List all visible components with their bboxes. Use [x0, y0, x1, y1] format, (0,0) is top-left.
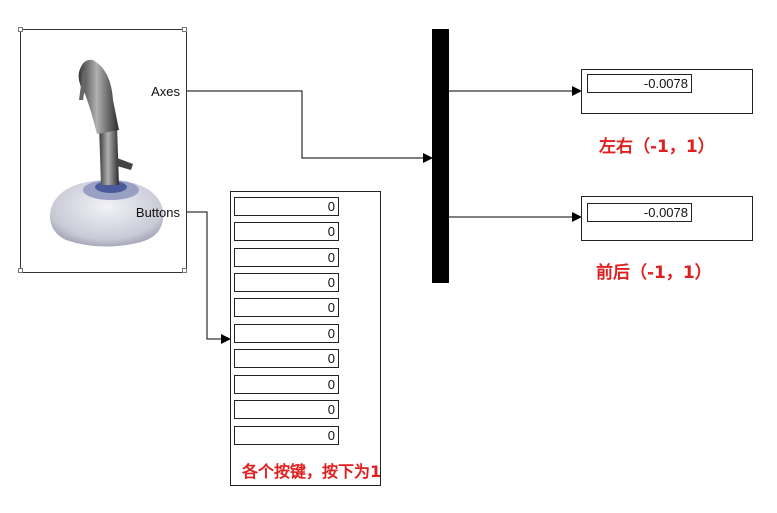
button-value-field: 0: [234, 222, 339, 241]
button-value-field: 0: [234, 298, 339, 317]
button-value-field: 0: [234, 273, 339, 292]
button-value-field: 0: [234, 426, 339, 445]
selection-handle-tr[interactable]: [182, 27, 187, 32]
display-left-right[interactable]: -0.0078: [581, 69, 753, 114]
joystick-input-block[interactable]: Axes Buttons: [20, 29, 187, 273]
annotation-buttons: 各个按键，按下为1: [242, 462, 382, 481]
selection-handle-tl[interactable]: [18, 27, 23, 32]
wire-buttons-to-display: [186, 211, 231, 344]
button-value-field: 0: [234, 349, 339, 368]
buttons-display-block[interactable]: 0 0 0 0 0 0 0 0 0 0 各个按键，按下为1: [230, 191, 381, 486]
button-value-field: 0: [234, 400, 339, 419]
joystick-icon: [50, 59, 164, 247]
button-value-field: 0: [234, 197, 339, 216]
selection-handle-bl[interactable]: [18, 268, 23, 273]
button-value-field: 0: [234, 324, 339, 343]
button-value-field: 0: [234, 375, 339, 394]
buttons-port-label: Buttons: [135, 205, 180, 220]
display-value-field: -0.0078: [587, 203, 692, 222]
display-value-field: -0.0078: [587, 74, 692, 93]
wire-axes-to-mux: [186, 90, 433, 163]
mux-block[interactable]: [432, 29, 449, 283]
selection-handle-br[interactable]: [182, 268, 187, 273]
axes-port-label: Axes: [151, 84, 180, 99]
display-forward-back[interactable]: -0.0078: [581, 196, 753, 241]
annotation-forward-back: 前后（-1，1）: [596, 263, 712, 283]
annotation-left-right: 左右（-1，1）: [599, 137, 715, 157]
button-value-field: 0: [234, 248, 339, 267]
